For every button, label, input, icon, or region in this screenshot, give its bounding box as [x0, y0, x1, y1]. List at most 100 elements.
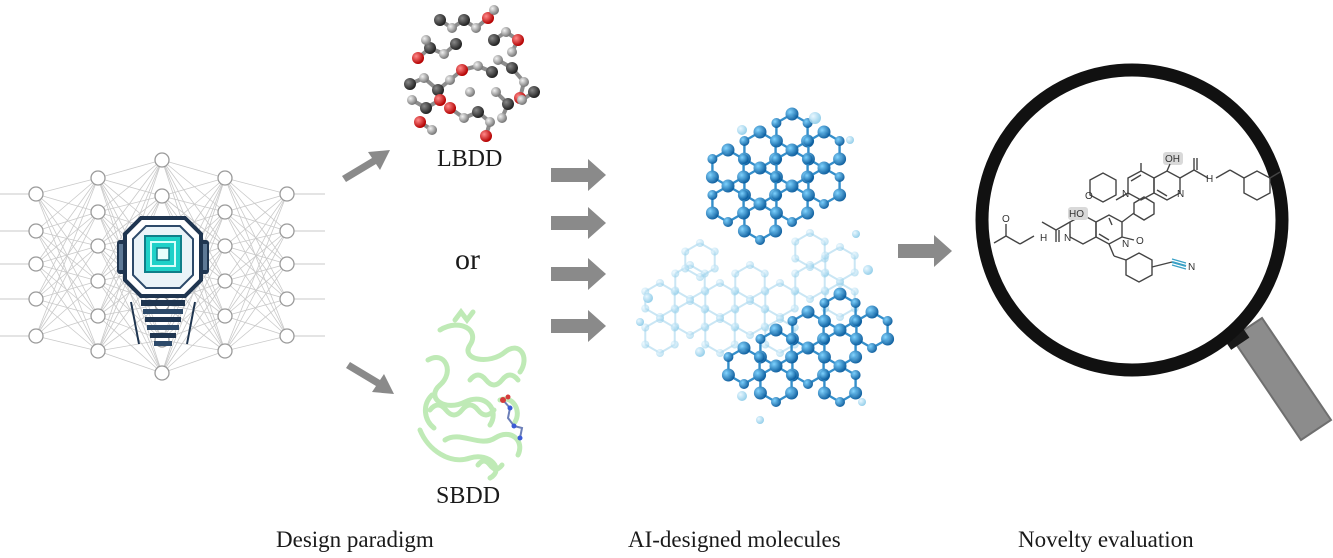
cloud-atom: [738, 190, 749, 200]
cloud-atom: [716, 349, 724, 357]
cloud-atom: [707, 190, 718, 200]
cloud-atom: [701, 340, 710, 349]
cloud-atom: [641, 340, 650, 349]
molecule-atom: [450, 38, 462, 50]
cloud-atom: [850, 298, 861, 308]
chem-label-o-morph: O: [1085, 191, 1093, 202]
network-node: [217, 170, 233, 186]
molecule-atom: [480, 130, 492, 142]
molecule-atom: [424, 42, 436, 54]
cloud-atom: [881, 332, 895, 346]
molecule-atom: [517, 95, 527, 105]
cloud-atom: [786, 370, 797, 380]
cloud-atom: [849, 350, 863, 364]
cloud-atom: [833, 323, 847, 337]
chemical-labels: OH H N N O HO H N N O O N: [1002, 154, 1213, 273]
cloud-atom: [746, 297, 754, 305]
cloud-atom: [746, 331, 754, 339]
cloud-atom: [771, 118, 782, 128]
cloud-atom: [801, 341, 815, 355]
cloud-atom: [850, 370, 861, 380]
cloud-atom: [641, 323, 650, 332]
cloud-atom: [849, 386, 863, 400]
protein-structure-icon: [417, 307, 527, 481]
molecule-atom: [444, 102, 456, 114]
molecule-atom: [407, 95, 417, 105]
cloud-atom: [801, 188, 815, 202]
cloud-atom: [701, 323, 710, 332]
molecule-atom: [427, 125, 437, 135]
cloud-atom: [731, 322, 740, 331]
cloud-atom: [769, 206, 783, 220]
molecule-atom: [456, 64, 468, 76]
cloud-atom: [696, 273, 704, 281]
cloud-atom: [754, 352, 765, 362]
molecule-atom: [432, 84, 444, 96]
network-node: [154, 152, 170, 168]
cloud-atom: [755, 235, 765, 245]
network-node: [28, 256, 44, 272]
network-node: [279, 223, 295, 239]
label-sbdd: SBDD: [436, 483, 501, 509]
cloud-atom: [731, 269, 740, 278]
cloud-atom: [786, 334, 797, 344]
cloud-atom: [753, 368, 767, 382]
cloud-atom: [739, 136, 750, 146]
label-or: or: [455, 243, 480, 276]
cloud-atom: [737, 125, 747, 135]
cloud-atom: [756, 416, 764, 424]
chem-label-o-ester: O: [1002, 214, 1010, 225]
cloud-atom: [707, 154, 718, 164]
cloud-atom: [737, 170, 751, 184]
network-node: [90, 204, 106, 220]
chem-label-o-bottom: O: [1136, 236, 1144, 247]
molecule-atom: [512, 34, 524, 46]
cloud-atom: [787, 217, 797, 227]
cloud-atom: [851, 316, 862, 326]
network-node: [90, 343, 106, 359]
molecule-atom: [488, 34, 500, 46]
cloud-atom: [738, 154, 749, 164]
network-node: [28, 328, 44, 344]
cloud-atom: [737, 206, 751, 220]
molecule-atom: [447, 23, 457, 33]
cloud-atom: [771, 397, 781, 407]
molecule-atom: [465, 87, 475, 97]
network-node: [217, 343, 233, 359]
cloud-atom: [730, 340, 739, 349]
molecule-atom: [493, 55, 503, 65]
molecule-atom: [489, 5, 499, 15]
robot-chip-icon: [117, 216, 209, 346]
molecule-atom: [434, 14, 446, 26]
cloud-atom: [817, 350, 831, 364]
cloud-atom: [755, 334, 766, 344]
molecule-atom: [472, 106, 484, 118]
cloud-atom: [731, 286, 740, 295]
cloud-atom: [737, 341, 751, 355]
cloud-atom: [721, 143, 735, 157]
network-node: [90, 238, 106, 254]
molecule-atom: [434, 94, 446, 106]
cloud-atom: [723, 217, 733, 227]
network-node: [154, 365, 170, 381]
caption-ai-designed-molecules: AI-designed molecules: [628, 527, 841, 552]
molecule-atom: [471, 23, 481, 33]
cloud-atom: [739, 379, 749, 389]
cloud-atom: [821, 251, 830, 260]
cloud-atom: [753, 161, 767, 175]
network-node: [28, 186, 44, 202]
molecule-atom: [404, 78, 416, 90]
molecule-atom: [506, 62, 518, 74]
network-node: [217, 238, 233, 254]
cloud-atom: [835, 397, 845, 407]
cloud-atom: [737, 391, 747, 401]
network-node: [90, 170, 106, 186]
cloud-atom: [760, 269, 769, 278]
cloud-atom: [731, 305, 740, 314]
cloud-atom: [801, 206, 815, 220]
cloud-atom: [705, 170, 719, 184]
molecule-atom: [501, 27, 511, 37]
network-node: [217, 273, 233, 289]
cloud-atom: [785, 143, 799, 157]
